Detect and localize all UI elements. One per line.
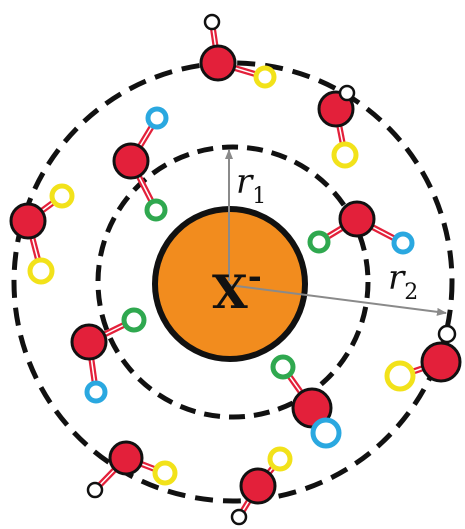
hydrogen-atom — [148, 109, 166, 127]
hydrogen-atom — [205, 15, 219, 29]
water-molecule-1 — [201, 15, 274, 86]
water-molecule-4 — [11, 186, 72, 282]
hydrogen-atom — [124, 310, 144, 330]
r2-subscript: 2 — [404, 280, 418, 305]
hydrogen-atom — [313, 420, 339, 446]
hydrogen-atom — [147, 201, 165, 219]
water-molecule-6 — [72, 310, 144, 401]
ion-charge: - — [248, 257, 262, 297]
hydrogen-atom — [310, 233, 328, 251]
hydrogen-atom — [394, 234, 412, 252]
hydrogen-atom — [155, 463, 175, 483]
water-molecule-9 — [88, 442, 175, 497]
hydrogen-atom — [256, 68, 274, 86]
hydrogen-atom — [273, 357, 293, 377]
oxygen-atom — [110, 442, 142, 474]
hydrogen-atom — [87, 383, 105, 401]
hydrogen-atom — [270, 449, 290, 469]
hydrogen-atom — [439, 326, 455, 342]
hydrogen-atom — [334, 144, 356, 166]
hydrogen-atom — [232, 510, 246, 524]
r1-label: r1 — [236, 162, 266, 209]
oxygen-atom — [340, 202, 374, 236]
hydrogen-atom — [340, 86, 354, 100]
water-molecule-2 — [319, 86, 356, 166]
water-molecule-8 — [273, 357, 339, 446]
water-molecule-10 — [232, 449, 290, 524]
oxygen-atom — [114, 144, 148, 178]
oxygen-atom — [72, 325, 106, 359]
oxygen-atom — [241, 469, 275, 503]
ion-symbol: X — [212, 265, 248, 319]
oxygen-atom — [201, 46, 235, 80]
r2-label: r2 — [388, 258, 418, 305]
hydrogen-atom — [88, 483, 102, 497]
hydrogen-atom — [387, 363, 413, 389]
hydrogen-atom — [52, 186, 72, 206]
r1-subscript: 1 — [252, 184, 266, 209]
water-molecule-7 — [387, 326, 460, 389]
oxygen-atom — [11, 204, 45, 238]
hydrogen-atom — [30, 260, 52, 282]
oxygen-atom — [422, 343, 460, 381]
